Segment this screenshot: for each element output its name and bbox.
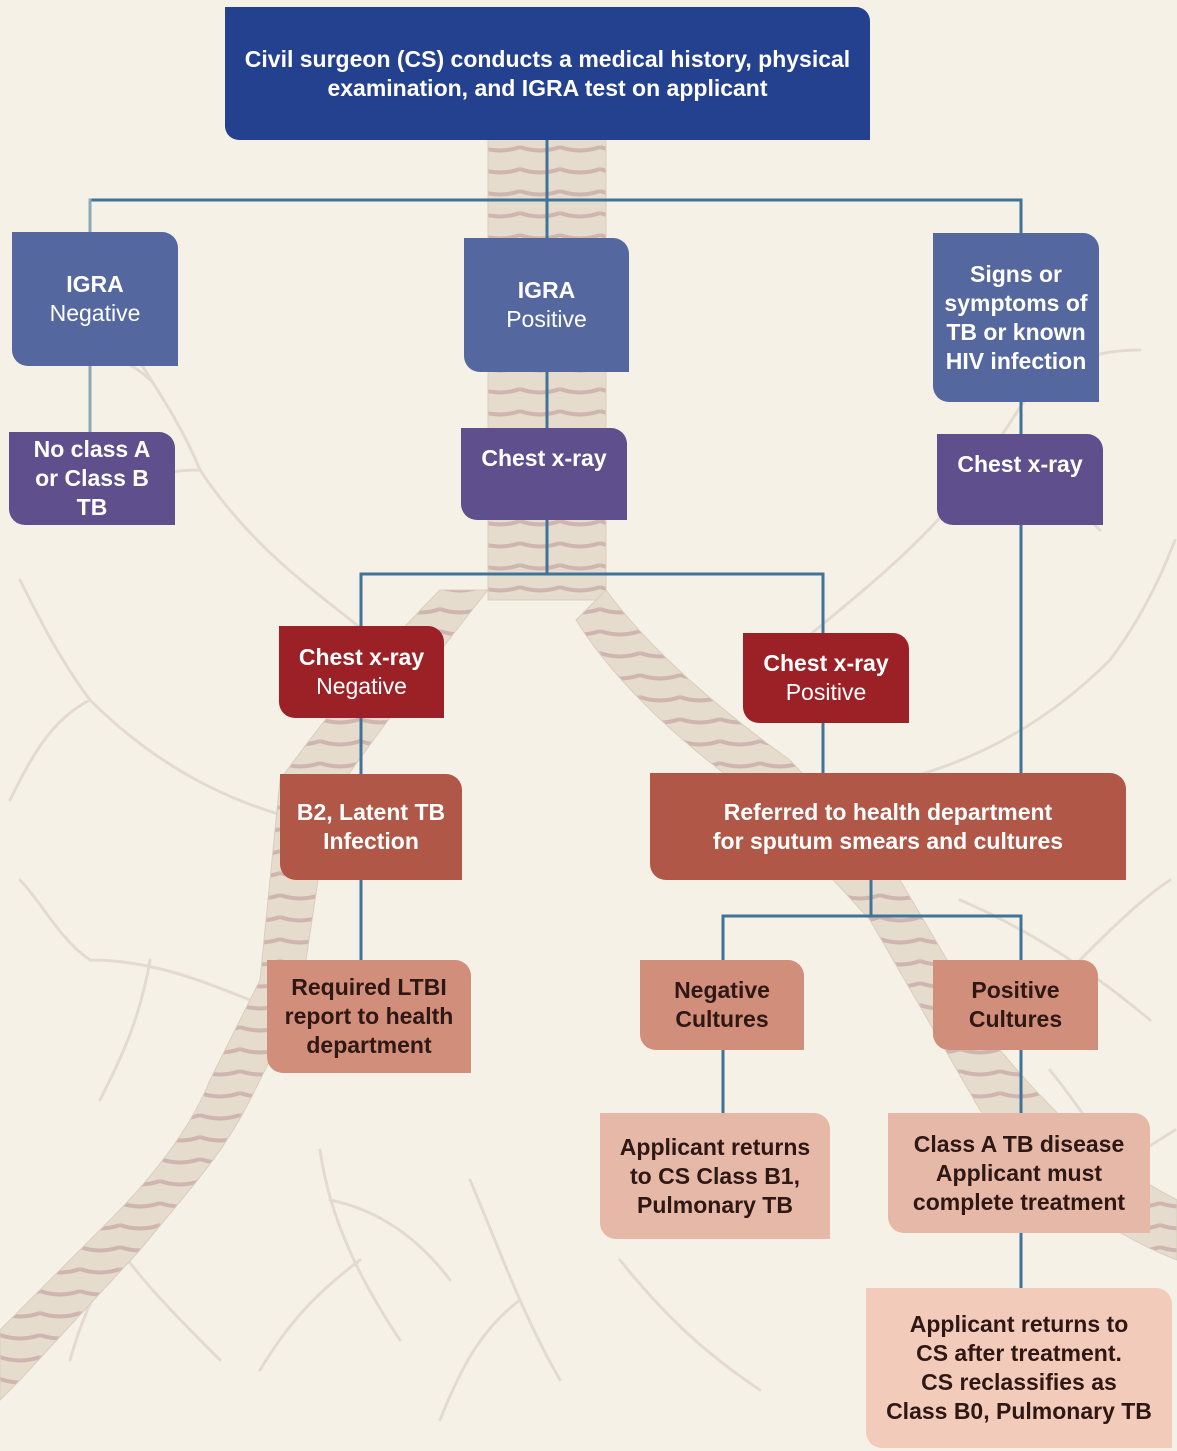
ltbi-report-box: Required LTBI report to health departmen… (267, 960, 471, 1073)
negative-cultures-box: Negative Cultures (640, 960, 804, 1050)
xray-negative-box: Chest x-ray Negative (279, 626, 444, 718)
referred-box: Referred to health department for sputum… (650, 773, 1126, 880)
igra-positive-subtitle: Positive (506, 306, 587, 332)
referred-text: Referred to health department for sputum… (712, 798, 1064, 854)
no-class-box: No class A or Class B TB (9, 432, 175, 525)
igra-positive-title: IGRA (517, 277, 576, 303)
xray-positive-title: Chest x-ray (763, 650, 889, 676)
igra-negative-title: IGRA (66, 271, 124, 297)
chest-xray-right-text: Chest x-ray (957, 451, 1083, 477)
chest-xray-center-box: Chest x-ray (461, 428, 627, 520)
positive-cultures-box: Positive Cultures (933, 960, 1098, 1050)
xray-positive-box: Chest x-ray Positive (743, 633, 909, 723)
signs-symptoms-box: Signs or symptoms of TB or known HIV inf… (933, 233, 1099, 402)
b2-latent-text: B2, Latent TB Infection (296, 799, 446, 854)
chest-xray-center-text: Chest x-ray (481, 445, 607, 471)
class-a-box: Class A TB disease Applicant must comple… (888, 1113, 1150, 1233)
xray-negative-title: Chest x-ray (298, 644, 425, 670)
positive-cultures-text: Positive Cultures (968, 977, 1063, 1032)
start-text: Civil surgeon (CS) conducts a medical hi… (244, 45, 851, 101)
chest-xray-right-box: Chest x-ray (937, 434, 1103, 525)
negative-cultures-text: Negative Cultures (674, 977, 770, 1032)
xray-negative-subtitle: Negative (316, 673, 407, 699)
reclassify-box: Applicant returns to CS after treatment.… (866, 1288, 1172, 1448)
igra-negative-subtitle: Negative (49, 300, 141, 326)
class-a-text: Class A TB disease Applicant must comple… (912, 1130, 1126, 1215)
start-box: Civil surgeon (CS) conducts a medical hi… (225, 7, 870, 140)
no-class-text: No class A or Class B TB (33, 436, 151, 520)
igra-positive-box: IGRA Positive (464, 238, 629, 372)
igra-negative-box: IGRA Negative (12, 232, 178, 366)
signs-symptoms-text: Signs or symptoms of TB or known HIV inf… (944, 260, 1088, 374)
returns-b1-text: Applicant returns to CS Class B1, Pulmon… (619, 1133, 811, 1218)
b2-latent-box: B2, Latent TB Infection (280, 774, 462, 880)
xray-positive-subtitle: Positive (785, 679, 867, 705)
returns-b1-box: Applicant returns to CS Class B1, Pulmon… (600, 1113, 830, 1239)
reclassify-text: Applicant returns to CS after treatment.… (886, 1311, 1152, 1424)
ltbi-report-text: Required LTBI report to health departmen… (284, 974, 454, 1058)
